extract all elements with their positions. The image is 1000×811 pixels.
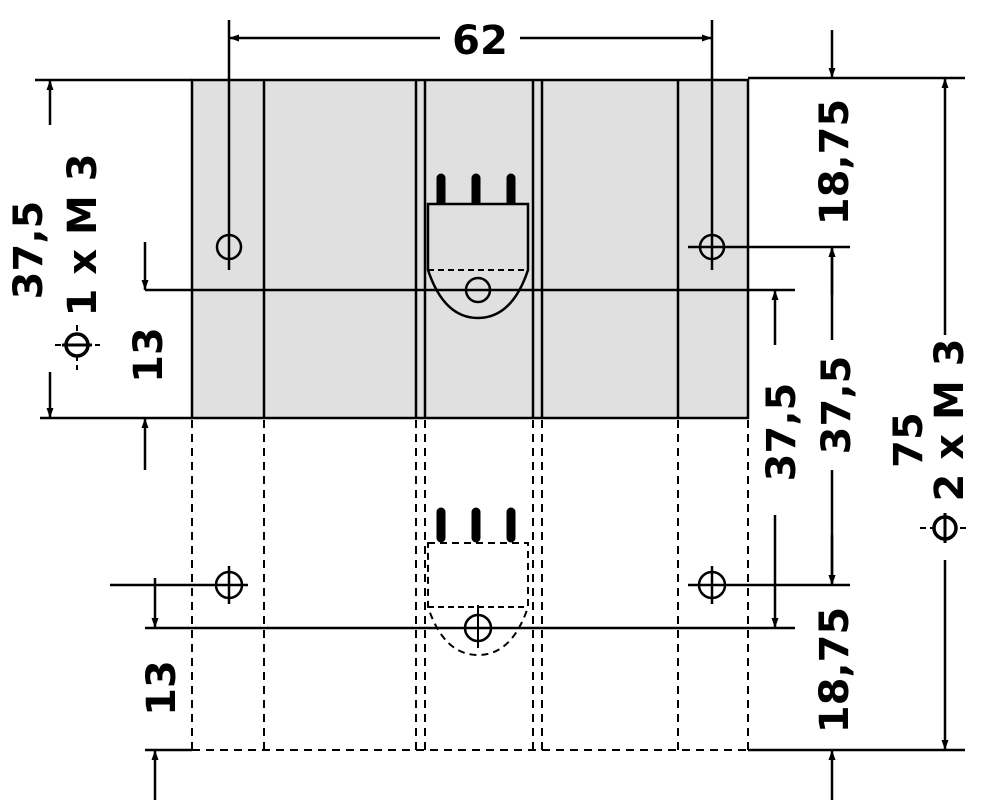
dim-label-37-5-outer: 37,5 bbox=[814, 356, 860, 455]
diameter-icon bbox=[932, 513, 958, 543]
dim-label-18-75-top: 18,75 bbox=[812, 99, 858, 226]
transistor-bottom bbox=[427, 507, 529, 657]
thread-label-right: 2 x M 3 bbox=[927, 338, 973, 501]
dim-label-62: 62 bbox=[452, 18, 508, 64]
dim-label-37-5-inner: 37,5 bbox=[759, 383, 805, 482]
dim-label-37-5-left: 37,5 bbox=[6, 201, 52, 300]
dimension-lines bbox=[35, 20, 970, 800]
heatsink-bottom bbox=[191, 420, 749, 751]
dim-label-13-bottom: 13 bbox=[139, 660, 185, 716]
thread-label-left: 1 x M 3 bbox=[60, 153, 106, 316]
dim-label-13-top: 13 bbox=[126, 327, 172, 383]
dim-label-75: 75 bbox=[886, 412, 932, 468]
transistor-top bbox=[426, 173, 530, 320]
diameter-icon bbox=[62, 332, 92, 358]
dim-label-18-75-bottom: 18,75 bbox=[812, 607, 858, 734]
